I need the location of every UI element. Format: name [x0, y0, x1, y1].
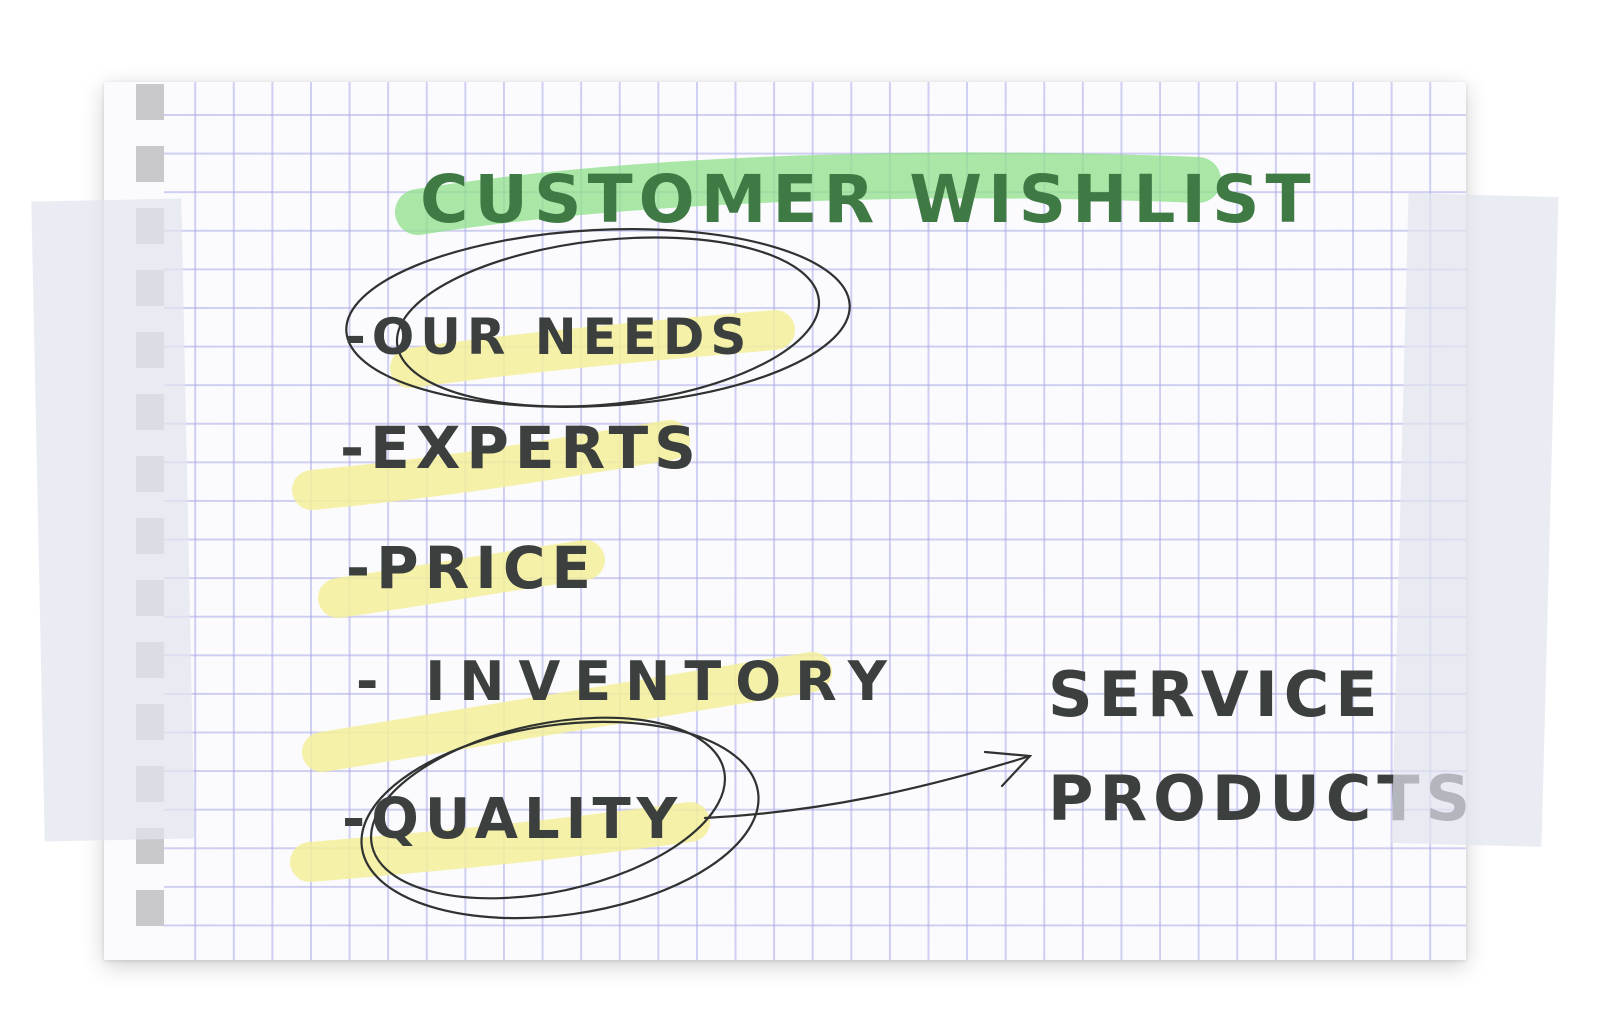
wishlist-items: -OUR NEEDS -EXPERTS -PRICE - INVENTORY -… [340, 308, 901, 852]
wishlist-title: CUSTOMER WISHLIST [420, 161, 1317, 238]
label-service: SERVICE [1048, 658, 1384, 731]
item-highlight [290, 802, 710, 882]
punch-hole [136, 890, 164, 926]
list-item: - INVENTORY [356, 650, 901, 713]
arrow-icon [983, 750, 1033, 788]
punch-hole [136, 84, 164, 120]
tape-strip-left [31, 198, 195, 842]
title-highlight [395, 152, 1221, 235]
graph-paper-sheet [104, 82, 1466, 960]
circle-quality [360, 720, 760, 920]
highlighter-strokes [290, 152, 1221, 882]
tape-strip-right [1391, 193, 1559, 847]
item-highlight [302, 652, 832, 772]
item-highlight [318, 540, 605, 618]
pen-marks [345, 228, 1033, 920]
list-item: -PRICE [346, 534, 597, 602]
list-item: -QUALITY [342, 787, 683, 852]
arrow-line [703, 754, 1032, 820]
circle-quality [369, 716, 727, 900]
item-highlight [292, 420, 690, 510]
item-highlight [390, 310, 795, 388]
punch-hole [136, 146, 164, 182]
list-item: -EXPERTS [340, 414, 702, 482]
circle-our-needs [395, 236, 821, 408]
list-item: -OUR NEEDS [345, 308, 752, 366]
